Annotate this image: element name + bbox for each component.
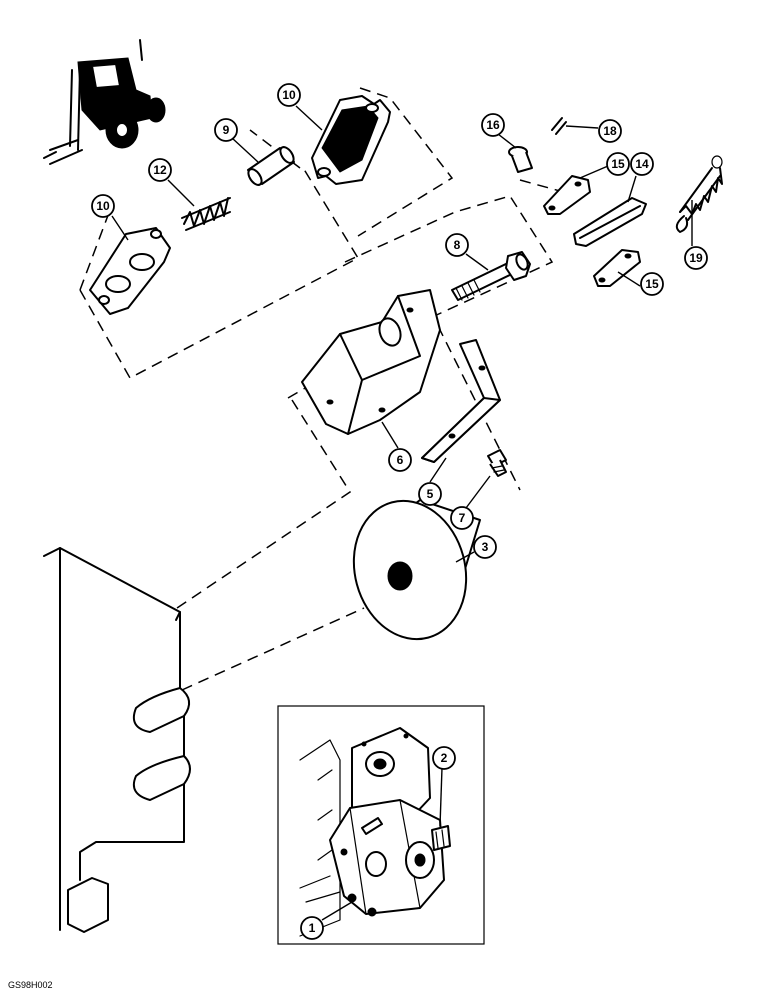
callout-9: 9 [214,118,238,142]
svg-text:8: 8 [454,238,461,252]
svg-text:12: 12 [153,163,167,177]
spring [181,197,231,231]
svg-text:5: 5 [427,487,434,501]
cotter-pin [551,117,567,135]
lever-bar [573,197,647,247]
callout-10-lower: 10 [91,194,115,218]
svg-text:1: 1 [309,921,316,935]
brake-pad-lined [311,95,391,185]
callout-7: 7 [450,506,474,530]
svg-text:15: 15 [611,157,625,171]
callout-16: 16 [481,113,505,137]
callout-2: 2 [432,746,456,770]
short-bolt [487,449,507,477]
callout-15-lower: 15 [640,272,664,296]
pin [247,146,295,186]
svg-text:14: 14 [635,157,649,171]
callout-14: 14 [630,152,654,176]
clevis-pin [508,146,533,173]
svg-text:2: 2 [441,751,448,765]
svg-text:6: 6 [397,453,404,467]
figure-code: GS98H002 [8,980,53,990]
return-spring [675,155,723,233]
svg-text:16: 16 [486,118,500,132]
inset-gearbox-photo [277,705,485,945]
callout-10-upper: 10 [277,83,301,107]
svg-text:18: 18 [603,124,617,138]
long-bolt [451,251,531,301]
svg-text:3: 3 [482,540,489,554]
link-plate-lower [593,249,641,287]
callout-18: 18 [598,119,622,143]
callout-5: 5 [418,482,442,506]
svg-text:15: 15 [645,277,659,291]
svg-text:7: 7 [459,511,466,525]
svg-text:10: 10 [282,88,296,102]
callout-8: 8 [445,233,469,257]
leader-lines [111,105,693,921]
callout-12: 12 [148,158,172,182]
angle-bracket [421,339,501,463]
svg-text:10: 10 [96,199,110,213]
callout-19: 19 [684,246,708,270]
brake-disc [352,499,481,641]
transmission-housing [43,547,191,933]
callout-3: 3 [473,535,497,559]
caliper-bracket [301,289,441,435]
callout-6: 6 [388,448,412,472]
svg-text:19: 19 [689,251,703,265]
brake-pad-plain [89,227,171,315]
callout-15-upper: 15 [606,152,630,176]
callout-1: 1 [300,916,324,940]
link-plate-upper [543,175,591,215]
svg-text:9: 9 [223,123,230,137]
forklift-icon [43,39,166,165]
